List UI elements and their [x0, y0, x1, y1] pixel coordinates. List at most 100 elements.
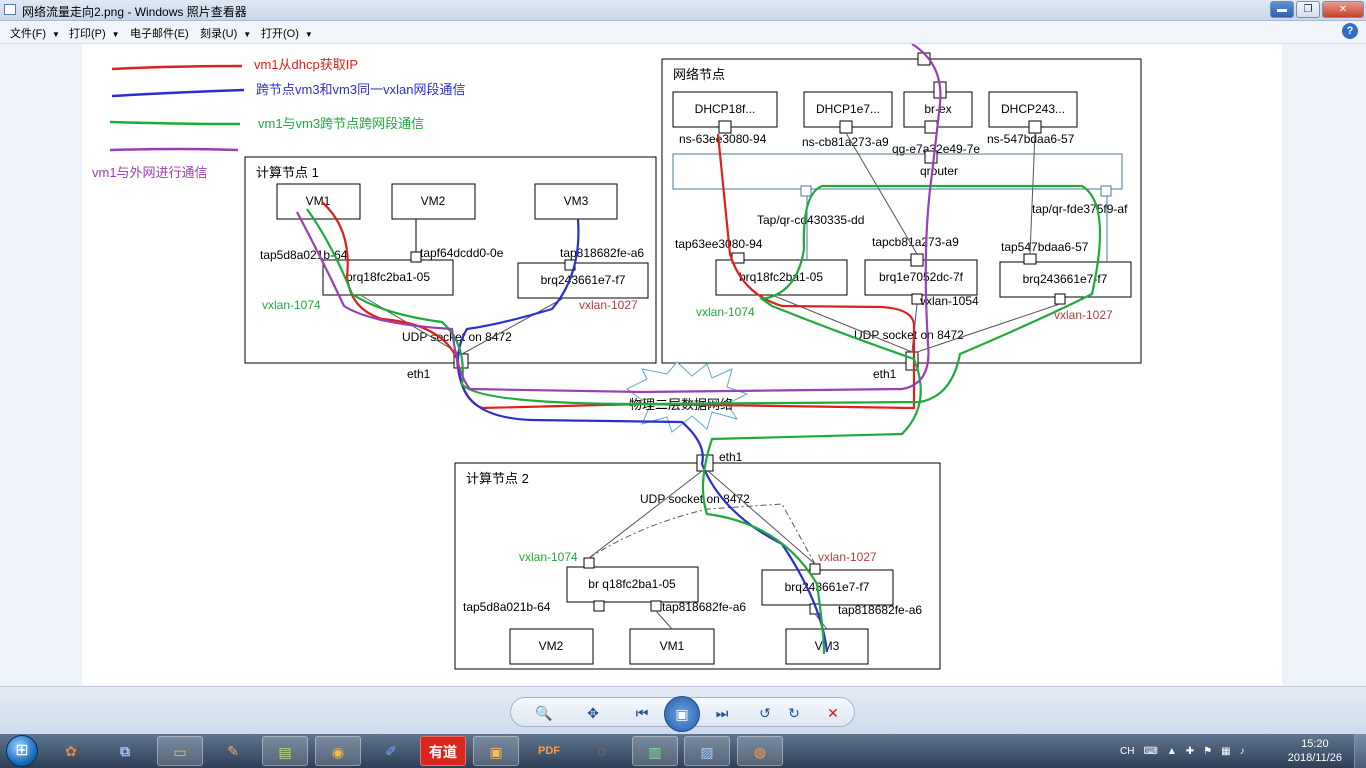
- image-viewer-area[interactable]: vm1从dhcp获取IP 跨节点vm3和vm3同一vxlan网段通信 vm1与v…: [0, 44, 1366, 686]
- net-qrouter: qrouter: [920, 164, 958, 178]
- legend-line-purple: [109, 147, 239, 152]
- youdao-icon[interactable]: 有道: [420, 736, 466, 766]
- menu-email-label: 电子邮件(E): [130, 28, 189, 40]
- rotate-ccw-icon[interactable]: ↺: [759, 705, 771, 721]
- network-node-title: 网络节点: [673, 67, 725, 82]
- system-tray: CH ⌨ ▲ ✚ ⚑ ▦ ♪: [1120, 742, 1245, 760]
- chevron-down-icon: ▼: [52, 30, 60, 39]
- c1-brq2: brq243661e7-f7: [541, 273, 626, 287]
- folder-icon[interactable]: ▭: [157, 736, 203, 766]
- c2-vxlan-1027: vxlan-1027: [818, 550, 877, 564]
- slideshow-button[interactable]: ▣: [664, 696, 700, 732]
- net-udp-socket: UDP socket on 8472: [854, 328, 964, 342]
- window-titlebar[interactable]: 网络流量走向2.png - Windows 照片查看器 ▬ ❐ ✕: [0, 0, 1366, 21]
- compute-node-1-title: 计算节点 1: [256, 165, 319, 180]
- menu-email[interactable]: 电子邮件(E): [130, 25, 189, 41]
- c2-vxlan-1074: vxlan-1074: [519, 550, 578, 564]
- traffic-flows: [296, 44, 1102, 655]
- compute-node-1: 计算节点 1 VM1 VM2 VM3 brq18fc2ba1-05 brq243…: [244, 156, 657, 381]
- menu-bar: 文件(F)▼ 打印(P)▼ 电子邮件(E) 刻录(U)▼ 打开(O)▼ ?: [0, 21, 1366, 44]
- youdao-label: 有道: [429, 744, 457, 760]
- chrome-icon[interactable]: ◉: [315, 736, 361, 766]
- c1-tap-vm2: tapf64dcdd0-0e: [420, 246, 504, 260]
- actual-size-icon[interactable]: ✥: [587, 705, 599, 721]
- volume-icon[interactable]: ♪: [1239, 745, 1245, 757]
- c2-tap-b: tap818682fe-a6: [662, 600, 746, 614]
- legend: vm1从dhcp获取IP 跨节点vm3和vm3同一vxlan网段通信 vm1与v…: [92, 57, 465, 180]
- net-dhcp1: DHCP18f...: [695, 102, 756, 116]
- c1-vm3: VM3: [564, 194, 589, 208]
- taskbar: ⊞ ✿ ⧉ ▭ ✎ ▤ ◉ ✐ 有道 ▣ PDF ◌ ▥ ▨ ◍ CH ⌨ ▲ …: [0, 734, 1366, 768]
- clock[interactable]: 15:20 2018/11/26: [1288, 737, 1342, 765]
- legend-label-purple: vm1与外网进行通信: [92, 165, 208, 180]
- c1-brq1: brq18fc2ba1-05: [346, 270, 430, 284]
- menu-open[interactable]: 打开(O)▼: [261, 25, 313, 41]
- net-tap3: tap547bdaa6-57: [1001, 240, 1089, 254]
- menu-burn-label: 刻录(U): [200, 28, 238, 40]
- c1-vxlan-1027: vxlan-1027: [579, 298, 638, 312]
- network-tray-icon[interactable]: ▦: [1221, 745, 1231, 757]
- network-app-icon[interactable]: ⧉: [120, 743, 130, 759]
- box-app-icon[interactable]: ▣: [473, 736, 519, 766]
- previous-icon[interactable]: ⏮: [635, 705, 649, 721]
- menu-print-label: 打印(P): [69, 28, 106, 40]
- action-center-icon[interactable]: ⚑: [1203, 745, 1213, 757]
- menu-open-label: 打开(O): [261, 28, 299, 40]
- terminal-icon[interactable]: ▥: [632, 736, 678, 766]
- net-tapqr1: Tap/qr-cd430335-dd: [757, 213, 864, 227]
- c1-udp-socket: UDP socket on 8472: [402, 330, 512, 344]
- window-controls: ▬ ❐ ✕: [1270, 1, 1364, 19]
- tray-expand-icon[interactable]: ▲: [1166, 745, 1177, 757]
- rotate-cw-icon[interactable]: ↻: [788, 705, 800, 721]
- butterfly-app-icon[interactable]: ✿: [65, 743, 77, 759]
- compute-node-2-title: 计算节点 2: [466, 471, 529, 486]
- next-icon[interactable]: ⏭: [715, 705, 729, 721]
- net-ns2: ns-cb81a273-a9: [802, 135, 889, 149]
- close-button[interactable]: ✕: [1322, 1, 1364, 18]
- feishu-icon[interactable]: ✐: [385, 743, 397, 759]
- menu-print[interactable]: 打印(P) ▼: [69, 25, 120, 41]
- c2-vm2: VM2: [539, 639, 564, 653]
- restore-button[interactable]: ❐: [1296, 1, 1320, 18]
- menu-file[interactable]: 文件(F)▼: [10, 25, 60, 41]
- c2-vm1: VM1: [660, 639, 685, 653]
- minimize-button[interactable]: ▬: [1270, 1, 1294, 18]
- net-brex: br-ex: [924, 102, 951, 116]
- pdf-label: PDF: [538, 745, 560, 757]
- network-diagram: vm1从dhcp获取IP 跨节点vm3和vm3同一vxlan网段通信 vm1与v…: [92, 44, 1142, 670]
- clock-date: 2018/11/26: [1287, 752, 1342, 764]
- net-ns3: ns-547bdaa6-57: [987, 132, 1075, 146]
- c1-eth1: eth1: [407, 367, 431, 381]
- legend-line-green: [109, 120, 241, 126]
- delete-icon[interactable]: ✕: [827, 705, 839, 721]
- windows-start-icon[interactable]: ⊞: [6, 735, 38, 767]
- keyboard-icon[interactable]: ⌨: [1143, 745, 1158, 757]
- notepad-icon[interactable]: ▤: [262, 736, 308, 766]
- net-brq1: brq18fc2ba1-05: [739, 270, 823, 284]
- flow-purple-external: [296, 44, 942, 394]
- language-indicator[interactable]: CH: [1120, 745, 1135, 757]
- show-desktop-button[interactable]: [1354, 734, 1366, 768]
- firefox-icon[interactable]: ◍: [737, 736, 783, 766]
- swirl-app-icon[interactable]: ◌: [597, 743, 607, 759]
- net-vxlan-1027: vxlan-1027: [1054, 308, 1113, 322]
- menu-burn[interactable]: 刻录(U)▼: [200, 25, 251, 41]
- pdf-icon[interactable]: PDF: [526, 736, 572, 766]
- paint-icon[interactable]: ✎: [227, 743, 239, 759]
- net-eth1: eth1: [873, 367, 897, 381]
- zoom-icon[interactable]: 🔍: [535, 705, 553, 721]
- c2-brq1: br q18fc2ba1-05: [588, 577, 676, 591]
- network-node: 网络节点 DHCP18f... DHCP1e7... br-ex DHCP243…: [661, 52, 1142, 381]
- chevron-down-icon: ▼: [111, 30, 120, 39]
- legend-line-blue: [111, 88, 245, 98]
- tray-app-icon[interactable]: ✚: [1185, 745, 1195, 757]
- help-icon[interactable]: ?: [1342, 23, 1358, 39]
- displayed-image: vm1从dhcp获取IP 跨节点vm3和vm3同一vxlan网段通信 vm1与v…: [82, 44, 1282, 686]
- photo-viewer-icon[interactable]: ▨: [684, 736, 730, 766]
- net-vxlan-1054: vxlan-1054: [920, 294, 979, 308]
- c1-vm2: VM2: [421, 194, 446, 208]
- viewer-control-bar: 🔍 ✥ ⏮ ▣ ⏭ ↺ ↻ ✕: [0, 686, 1366, 735]
- legend-label-red: vm1从dhcp获取IP: [254, 57, 358, 72]
- net-ns1: ns-63ee3080-94: [679, 132, 767, 146]
- net-vxlan-1074: vxlan-1074: [696, 305, 755, 319]
